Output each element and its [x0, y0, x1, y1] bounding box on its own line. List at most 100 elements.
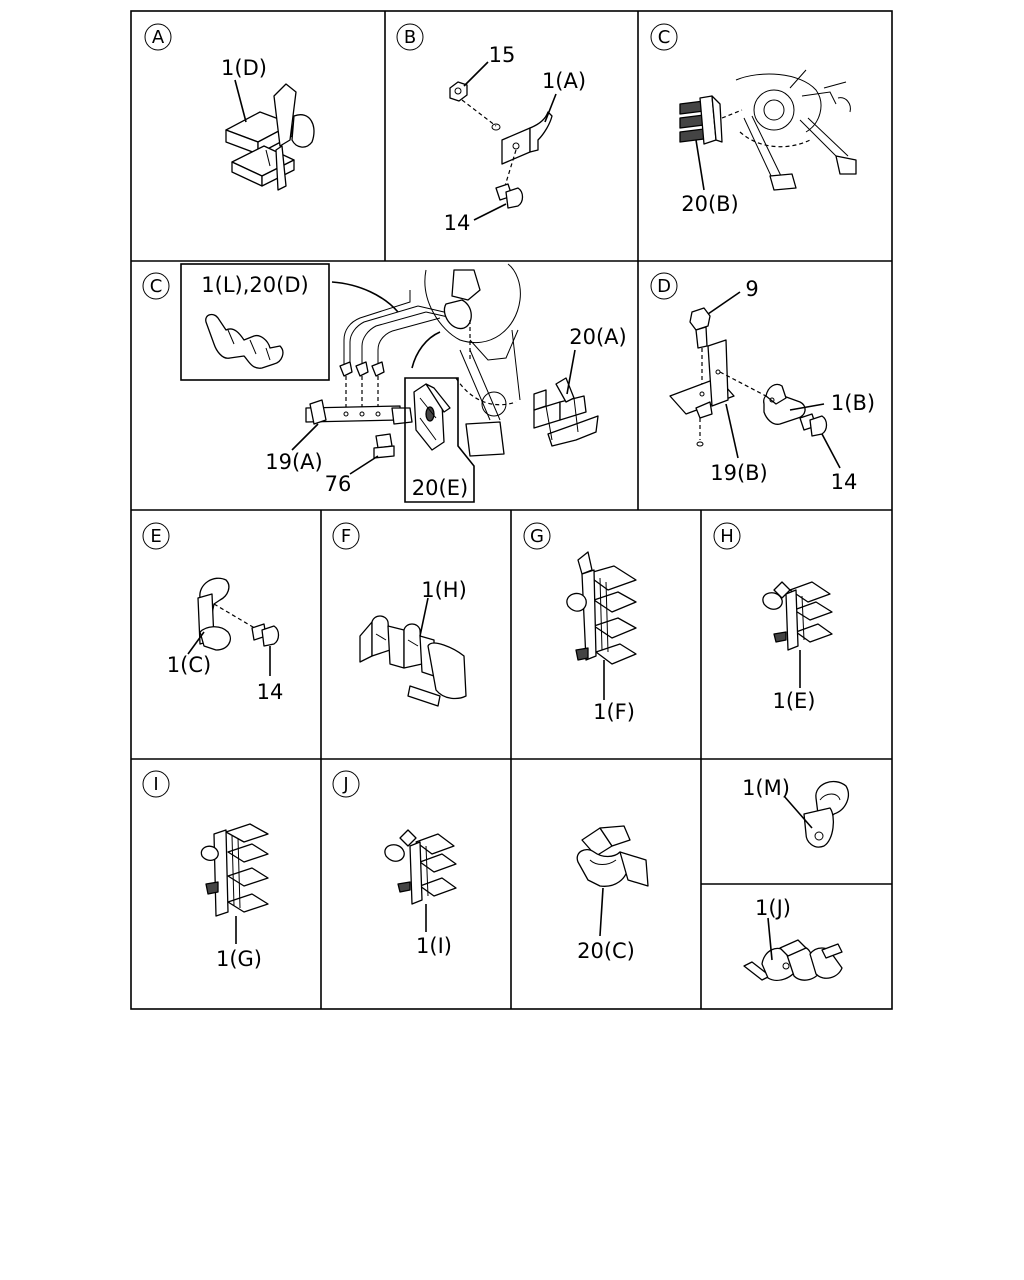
label-1c: 1(C) — [167, 653, 211, 677]
label-76: 76 — [325, 472, 352, 496]
panel-letter-c-top: C — [650, 23, 678, 51]
panel-j: J 1(I) — [332, 770, 457, 958]
panel-g: G 1(F) — [523, 522, 637, 724]
svg-text:E: E — [150, 526, 161, 547]
label-19b: 19(B) — [710, 461, 768, 485]
clip-part-1m — [803, 781, 849, 848]
svg-text:F: F — [341, 526, 351, 547]
panel-letter-e: E — [142, 522, 170, 550]
clip-part-1b — [763, 383, 806, 425]
panel-letter-a: A — [144, 23, 172, 51]
label-20a: 20(A) — [569, 325, 626, 349]
panel-f: F 1(H) — [332, 522, 467, 707]
bolt-part-14-e — [251, 623, 280, 647]
leader-1a — [544, 93, 557, 123]
clip-part-1d — [225, 83, 315, 191]
label-20c: 20(C) — [577, 939, 635, 963]
leader-20b — [695, 139, 705, 191]
panel-grid — [130, 10, 893, 1010]
dash-15 — [461, 99, 497, 127]
clip-part-20b — [679, 95, 723, 145]
washer-d — [696, 441, 704, 447]
arrow-to-inset — [331, 281, 399, 313]
valve-bolts — [339, 361, 385, 410]
clip-part-1i — [384, 829, 457, 905]
panel-letter-j: J — [332, 770, 360, 798]
label-1a: 1(A) — [542, 69, 586, 93]
label-1g: 1(G) — [216, 947, 262, 971]
panel-letter-d: D — [650, 272, 678, 300]
leader-9 — [707, 291, 741, 315]
label-20e: 20(E) — [412, 476, 468, 500]
leader-1d — [234, 79, 247, 123]
leader-14-d — [821, 433, 841, 469]
clip-part-20e — [413, 383, 451, 451]
panel-c-top: C 20(B) — [650, 23, 857, 216]
leader-1m — [783, 795, 813, 829]
label-1b: 1(B) — [831, 391, 875, 415]
label-1j: 1(J) — [755, 896, 791, 920]
leader-20c — [599, 887, 604, 937]
panel-a: A 1(D) — [144, 23, 315, 191]
svg-text:B: B — [404, 27, 416, 48]
label-1d: 1(D) — [221, 56, 267, 80]
pedal-assembly — [735, 69, 857, 191]
clip-part-1e — [762, 581, 833, 651]
dash-20b — [721, 109, 743, 119]
label-1e: 1(E) — [772, 689, 815, 713]
inset-box-1l-20d — [180, 263, 330, 381]
panel-d: D 9 1(B) 19(B) — [650, 272, 875, 494]
label-1h: 1(H) — [421, 578, 467, 602]
nut-part-76 — [373, 433, 395, 459]
label-14: 14 — [444, 211, 471, 235]
label-14-e: 14 — [257, 680, 284, 704]
dash-14 — [504, 149, 517, 187]
bolt-part-14 — [495, 183, 524, 209]
label-19a: 19(A) — [265, 450, 322, 474]
inset-box-20e — [404, 377, 475, 503]
pedal-assembly-mid — [424, 263, 521, 457]
panel-letter-g: G — [523, 522, 551, 550]
label-9: 9 — [745, 277, 758, 301]
bolt-part-14-d — [799, 413, 828, 437]
panel-c-mid: C 1(L),20(D) — [142, 263, 627, 503]
bracket-part-19a — [305, 399, 413, 425]
bracket-part-1a — [501, 111, 553, 165]
panel-letter-h: H — [713, 522, 741, 550]
clip-part-1g — [200, 823, 269, 917]
washer — [491, 123, 501, 131]
panel-letter-f: F — [332, 522, 360, 550]
label-1f: 1(F) — [593, 700, 635, 724]
arrow-to-20e — [411, 331, 441, 369]
leader-1j — [767, 917, 773, 961]
panel-b: B 15 1(A) 14 — [396, 23, 586, 235]
svg-text:H: H — [720, 526, 734, 547]
panel-20c: 20(C) — [576, 825, 649, 963]
clip-part-20c — [576, 825, 649, 887]
leader-76 — [349, 455, 379, 475]
leader-1h — [419, 597, 429, 637]
leader-19b — [725, 403, 739, 459]
nut-part-15 — [449, 81, 468, 102]
label-1i: 1(I) — [416, 934, 452, 958]
leader-19a — [291, 423, 319, 451]
panel-1j: 1(J) — [743, 896, 843, 981]
panel-letter-c-mid: C — [142, 272, 170, 300]
label-20b: 20(B) — [681, 192, 739, 216]
brake-lines — [343, 290, 471, 366]
leader-14 — [473, 203, 507, 221]
svg-text:A: A — [152, 27, 165, 48]
svg-text:I: I — [153, 774, 158, 795]
clip-part-1c — [197, 577, 231, 651]
svg-text:G: G — [530, 526, 544, 547]
svg-text:C: C — [658, 27, 671, 48]
panel-letter-i: I — [142, 770, 170, 798]
clip-part-1f — [566, 551, 637, 665]
leader-1c — [187, 631, 205, 655]
leader-15 — [463, 61, 489, 87]
panel-i: I 1(G) — [142, 770, 269, 971]
panel-letter-b: B — [396, 23, 424, 51]
panel-e: E 1(C) 14 — [142, 522, 284, 704]
label-1m: 1(M) — [742, 776, 790, 800]
